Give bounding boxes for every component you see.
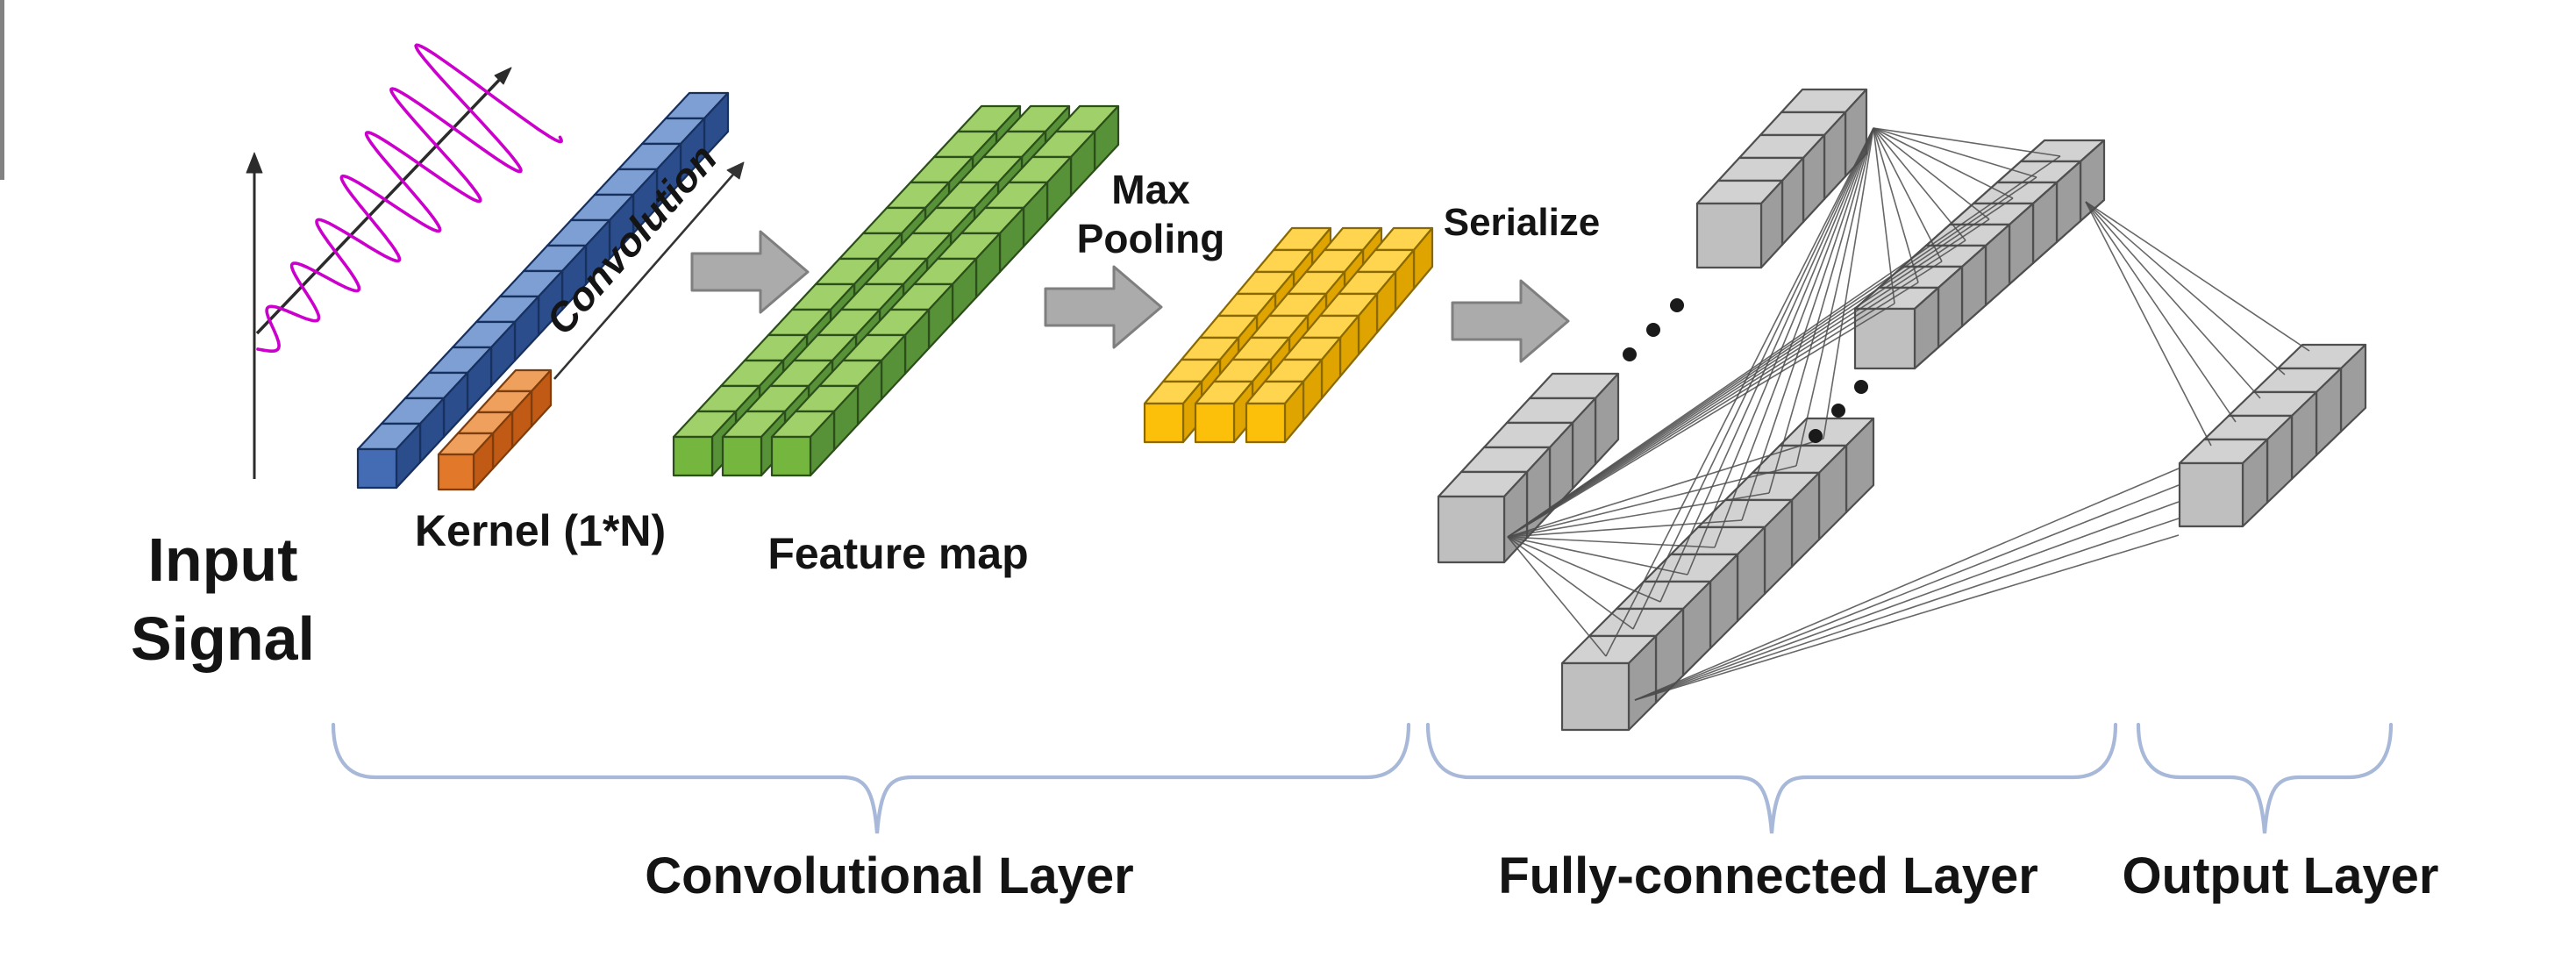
fc-layer1-ellipsis <box>1623 298 1684 361</box>
fan-fc1bottom-to-fc2top <box>1507 155 2061 538</box>
fan-fc2bottom-to-output <box>1634 468 2180 701</box>
pooled-bar-3 <box>1245 226 1434 444</box>
serialize-flow-arrow <box>1451 279 1570 363</box>
fully-connected-layer-label: Fully-connected Layer <box>1498 847 2038 904</box>
output-layer-label: Output Layer <box>2123 847 2439 904</box>
input-signal-bar <box>356 91 730 490</box>
fc-layer2-bottom-bar <box>1560 417 1875 732</box>
fan-fc1bottom-to-fc2bottom <box>1507 438 1824 657</box>
input-signal-axes <box>246 67 512 479</box>
fully-connected-layer-brace <box>1425 722 2118 834</box>
feature-map-bar-1 <box>672 104 1022 477</box>
fan-fc1top-to-fc2top <box>1873 127 2061 304</box>
diagram-geometry <box>0 0 2394 834</box>
fc-layer2-ellipsis <box>1809 380 1868 443</box>
fc-layer2-top-bar <box>1853 139 2106 370</box>
fc-layer1-top-bar <box>1695 88 1868 269</box>
convolutional-layer-brace <box>331 722 1411 834</box>
input-signal-waveform <box>256 43 563 353</box>
max-pooling-flow-arrow <box>1044 265 1163 349</box>
serialize-label: Serialize <box>1444 201 1601 244</box>
fc-layer1-bottom-bar <box>1437 372 1620 564</box>
convolution-flow-arrow <box>690 230 810 314</box>
screen-edge-artifact <box>0 0 4 180</box>
max-pooling-label-line1: Max <box>1111 167 1190 212</box>
kernel-label: Kernel (1*N) <box>415 506 666 555</box>
feature-map-label: Feature map <box>767 529 1028 578</box>
convolution-arrow <box>553 161 745 380</box>
convolutional-layer-label: Convolutional Layer <box>645 847 1134 904</box>
max-pooling-label-line2: Pooling <box>1077 216 1225 261</box>
fan-fc2top-to-output <box>2085 201 2310 447</box>
kernel-bar <box>437 368 553 491</box>
output-bar <box>2178 343 2367 528</box>
input-signal-label-line1: Input <box>147 525 297 594</box>
input-signal-label-line2: Signal <box>131 604 315 673</box>
output-layer-brace <box>2136 722 2394 834</box>
feature-map-bar-3 <box>770 104 1120 477</box>
